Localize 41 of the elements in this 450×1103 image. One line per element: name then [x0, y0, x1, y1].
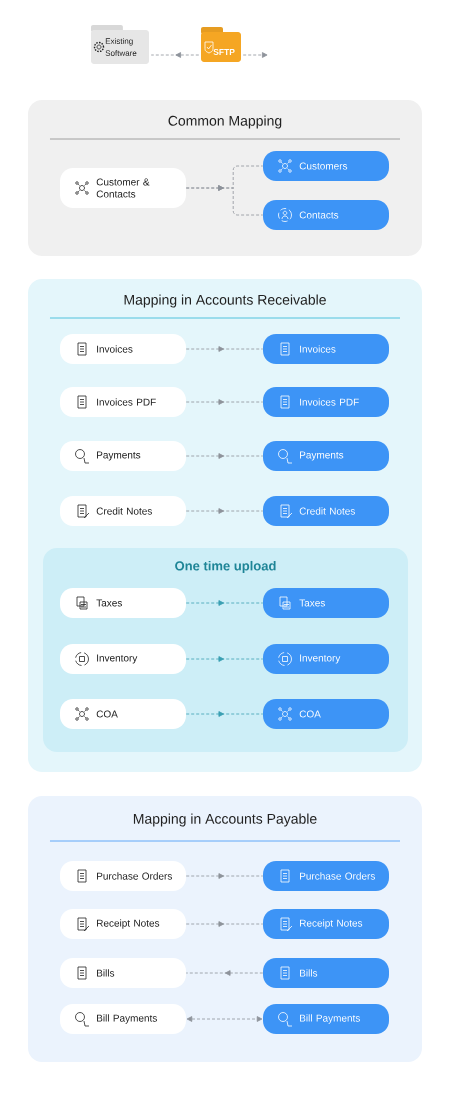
target-box: Bills: [263, 958, 389, 988]
source-box: Credit Notes: [60, 496, 186, 526]
target-box: Invoices: [263, 334, 389, 364]
arrow: [185, 453, 264, 459]
arrow: [185, 970, 264, 976]
source-box: Inventory: [60, 644, 186, 674]
target-box: Invoices PDF: [263, 387, 389, 417]
arrow: [185, 508, 264, 514]
source-box: Taxes: [60, 588, 186, 618]
arrow: [185, 873, 264, 879]
folder-box: SFTP: [201, 27, 241, 62]
source-box: Receipt Notes: [60, 909, 186, 939]
target-box: Bill Payments: [263, 1004, 389, 1034]
target-box: Taxes: [263, 588, 389, 618]
source-box: Payments: [60, 441, 186, 471]
folder-box: Existing Software: [91, 25, 149, 64]
arrow: [242, 52, 268, 58]
target-box: Credit Notes: [263, 496, 389, 526]
target-box: Purchase Orders: [263, 861, 389, 891]
arrow: [186, 1016, 263, 1022]
source-box: Invoices: [60, 334, 186, 364]
arrow: [185, 921, 264, 927]
source-box: Purchase Orders: [60, 861, 186, 891]
arrow: [185, 600, 264, 606]
source-box: COA: [60, 699, 186, 729]
arrow: [185, 346, 264, 352]
source-box: Invoices PDF: [60, 387, 186, 417]
arrow: [185, 711, 264, 717]
arrow: [150, 52, 200, 58]
target-box: COA: [263, 699, 389, 729]
arrow: [185, 185, 264, 216]
target-box: Inventory: [263, 644, 389, 674]
arrow: [185, 399, 264, 405]
target-box: Receipt Notes: [263, 909, 389, 939]
target-box: Payments: [263, 441, 389, 471]
source-box: Bills: [60, 958, 186, 988]
source-box: Customer & Contacts: [60, 168, 186, 208]
source-box: Bill Payments: [60, 1004, 186, 1034]
target-box: Contacts: [263, 200, 389, 230]
arrow: [185, 656, 264, 662]
target-box: Customers: [263, 151, 389, 181]
